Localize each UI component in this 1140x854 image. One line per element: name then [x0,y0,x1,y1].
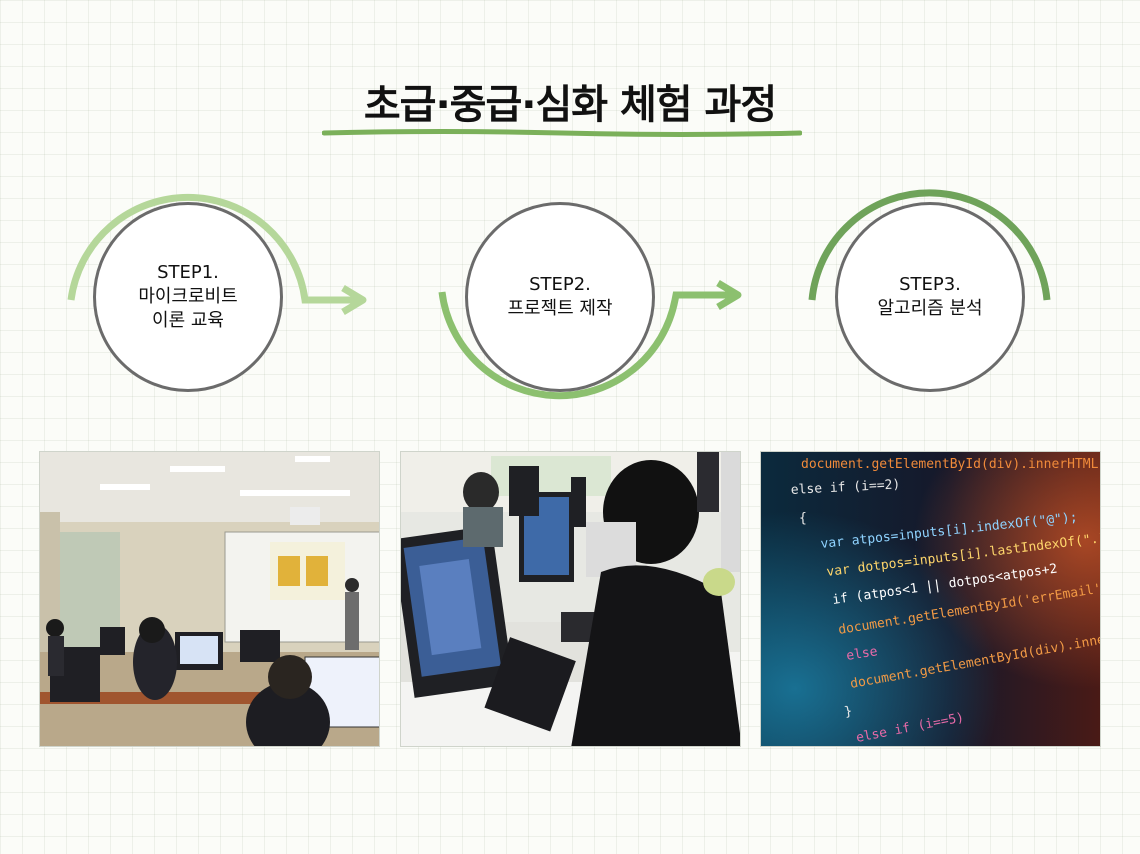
step1-line2: 이론 교육 [152,310,224,331]
photo-project-lab [400,451,741,747]
photo-code-screen: document.getElementById(div).innerHTML e… [760,451,1101,747]
step1-label: STEP1. [157,262,219,283]
step-flow-arrows [67,189,1051,400]
step2-line1: 프로젝트 제작 [507,298,613,319]
step3-label: STEP3. [899,274,961,295]
page-title: 초급·중급·심화 체험 과정 [363,82,777,128]
step2-label: STEP2. [529,274,591,295]
step1-line1: 마이크로비트 [138,286,238,307]
title-underline [322,129,802,137]
photo-classroom-lecture [39,451,380,747]
code-line: else if (i==2) [790,477,900,498]
step1-arc [67,193,367,316]
code-line: document.getElementById(div).innerHTML [801,457,1099,472]
step2-arc [438,279,742,400]
code-line: else [845,644,878,664]
code-line: { [799,511,807,526]
step3-circle: STEP3. 알고리즘 분석 [835,202,1025,392]
step2-circle: STEP2. 프로젝트 제작 [465,202,655,392]
code-line: } [843,704,853,720]
step3-arc [808,189,1051,301]
step3-line1: 알고리즘 분석 [877,298,983,319]
step1-circle: STEP1. 마이크로비트 이론 교육 [93,202,283,392]
